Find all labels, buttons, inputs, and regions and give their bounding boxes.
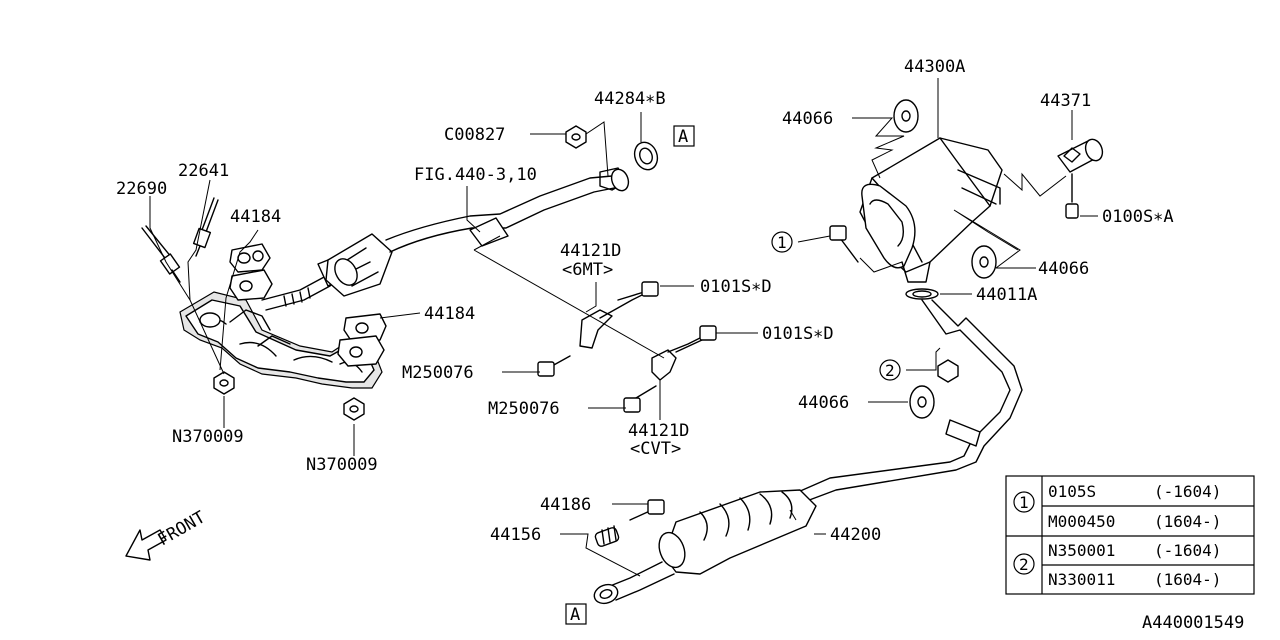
label-44121d-6mt: 44121D [560,241,621,261]
legend-part: 0105S [1048,482,1096,501]
label-cvt-note: <CVT> [630,439,681,459]
ref-marker-a-bottom: A [565,603,587,625]
gasket-44284b [633,141,659,171]
bolt-circle1 [829,225,859,263]
ref-circle-2: 2 [879,359,901,381]
label-0101sd-mid: 0101S∗D [762,324,834,344]
label-0100sa: 0100S∗A [1102,207,1174,227]
bolt-0101sd-top [617,281,659,301]
bolt-m250076-bot [623,385,657,413]
rubber-mount-44066-right [971,245,997,279]
legend-key-2: 2 [1019,555,1029,574]
muffler-44300a [859,137,1003,283]
rubber-mount-44066-mid [909,385,935,419]
front-direction-arrow: FRONT [125,507,209,561]
oxygen-sensor-22641 [192,197,219,257]
label-n370009-left: N370009 [172,427,244,447]
legend-range: (-1604) [1154,482,1221,501]
label-44121d-cvt: 44121D [628,421,689,441]
label-m250076-bot: M250076 [488,399,560,419]
label-0101sd-top: 0101S∗D [700,277,772,297]
label-c00827: C00827 [444,125,505,145]
label-44066-mid: 44066 [798,393,849,413]
label-m250076-top: M250076 [402,363,474,383]
label-44066-top: 44066 [782,109,833,129]
ref-marker-a-top: A [673,125,695,147]
tail-pipe-cover-44371 [1057,138,1104,219]
legend-range: (1604-) [1154,512,1221,531]
label-44066-right: 44066 [1038,259,1089,279]
ref-a-top-text: A [678,127,688,147]
bolt-m250076-top [537,355,571,377]
nut-n370009-left [213,371,235,395]
label-44184-top: 44184 [230,207,281,227]
label-6mt-note: <6MT> [562,260,613,280]
label-44011a: 44011A [976,285,1037,305]
oxygen-sensor-22690 [141,225,181,283]
rear-pipe-44200 [593,489,817,605]
legend-key-1: 1 [1019,493,1029,512]
front-label: FRONT [155,507,209,550]
ref-circle-1: 1 [771,231,793,253]
callout-labels: 22690 22641 44184 44184 N370009 N370009 … [116,57,1174,545]
legend-part: M000450 [1048,512,1115,531]
ref-a-bottom-text: A [570,605,580,625]
legend-range: (-1604) [1154,541,1221,560]
ref-circle-1-text: 1 [777,233,787,252]
center-pipe [797,299,1023,503]
bolt-44186 [629,499,665,521]
legend-range: (1604-) [1154,570,1221,589]
exhaust-manifold-assembly [179,243,387,389]
label-44200: 44200 [830,525,881,545]
label-22641: 22641 [178,161,229,181]
label-44284b: 44284∗B [594,89,666,109]
nut-circle2 [937,359,959,383]
label-22690: 22690 [116,179,167,199]
label-44300a: 44300A [904,57,965,77]
label-n370009-right: N370009 [306,455,378,475]
bolt-0101sd-mid [675,325,717,353]
label-fig-ref: FIG.440-3,10 [414,165,537,185]
nut-n370009-right [343,397,365,421]
legend-part: N350001 [1048,541,1115,560]
spring-44156 [594,525,620,547]
label-44186: 44186 [540,495,591,515]
bracket-44121d [579,291,705,381]
label-44156: 44156 [490,525,541,545]
rubber-mount-44066-top [893,99,919,133]
legend-part: N330011 [1048,570,1115,589]
nut-c00827 [565,125,587,149]
label-44184-mid: 44184 [424,304,475,324]
leader-lines [149,78,1098,577]
gasket-44011a [905,288,939,300]
label-44371: 44371 [1040,91,1091,111]
front-exhaust-pipe [325,167,630,297]
ref-circle-2-text: 2 [885,361,895,380]
variant-legend-table: 1 2 0105S (-1604) M000450 (1604-) N35000… [1005,475,1255,595]
diagram-id: A440001549 [1142,613,1244,633]
